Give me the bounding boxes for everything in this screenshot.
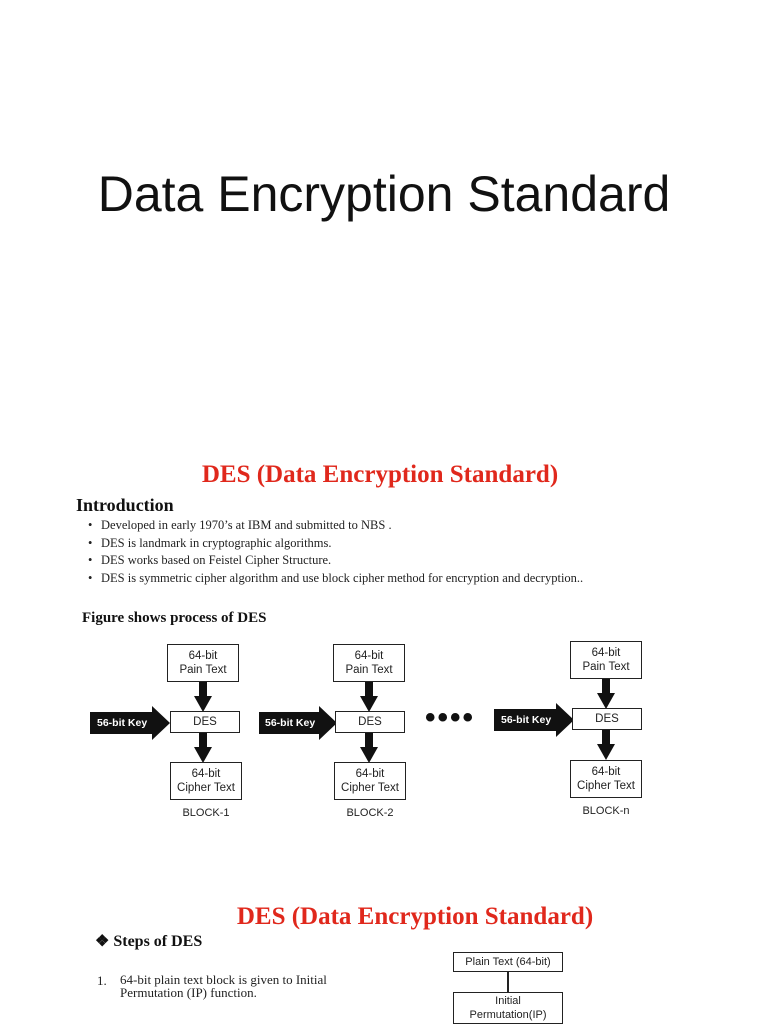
introduction-bullets: •Developed in early 1970’s at IBM and su… [88, 517, 583, 587]
down-arrow-icon [194, 682, 212, 712]
step-text: 64-bit plain text block is given to Init… [120, 972, 327, 1000]
slide-des-introduction: DES (Data Encryption Standard) Introduct… [70, 455, 690, 835]
flow-plain-text-box: Plain Text (64-bit) [453, 952, 563, 972]
bullet-item: •DES works based on Feistel Cipher Struc… [88, 552, 583, 570]
flow-connector [507, 972, 509, 992]
key-arrow-icon [494, 703, 574, 737]
bullet-icon: • [88, 553, 93, 567]
des-box: DES [572, 708, 642, 730]
figure-caption: Figure shows process of DES [82, 610, 267, 626]
slide-heading: DES (Data Encryption Standard) [236, 903, 594, 930]
down-arrow-icon [360, 682, 378, 712]
key-arrow-icon [90, 706, 170, 740]
page-title: Data Encryption Standard [97, 166, 671, 222]
down-arrow-icon [597, 730, 615, 760]
bullet-icon: • [88, 535, 93, 550]
slide-heading: DES (Data Encryption Standard) [201, 461, 559, 488]
block-label: BLOCK-n [582, 805, 630, 817]
block-label: BLOCK-2 [346, 807, 394, 819]
key-label: 56-bit Key [501, 714, 552, 726]
steps-heading: ❖ Steps of DES [95, 933, 203, 950]
des-box: DES [170, 711, 240, 733]
bullet-icon: • [88, 518, 93, 532]
introduction-heading: Introduction [76, 495, 174, 515]
key-label: 56-bit Key [97, 717, 148, 729]
slide-des-steps: DES (Data Encryption Standard) ❖ Steps o… [70, 895, 690, 1024]
step-number: 1. [97, 973, 107, 988]
key-label: 56-bit Key [265, 717, 316, 729]
bullet-item: •Developed in early 1970’s at IBM and su… [88, 517, 583, 535]
key-arrow-icon [259, 706, 337, 740]
block-label: BLOCK-1 [182, 807, 230, 819]
des-box: DES [335, 711, 405, 733]
bullet-item: •DES is landmark in cryptographic algori… [88, 535, 583, 553]
down-arrow-icon [360, 733, 378, 763]
bullet-item: •DES is symmetric cipher algorithm and u… [88, 570, 583, 588]
down-arrow-icon [597, 679, 615, 709]
bullet-icon: • [88, 570, 93, 585]
down-arrow-icon [194, 733, 212, 763]
continuation-ellipsis: •••• [425, 701, 476, 734]
